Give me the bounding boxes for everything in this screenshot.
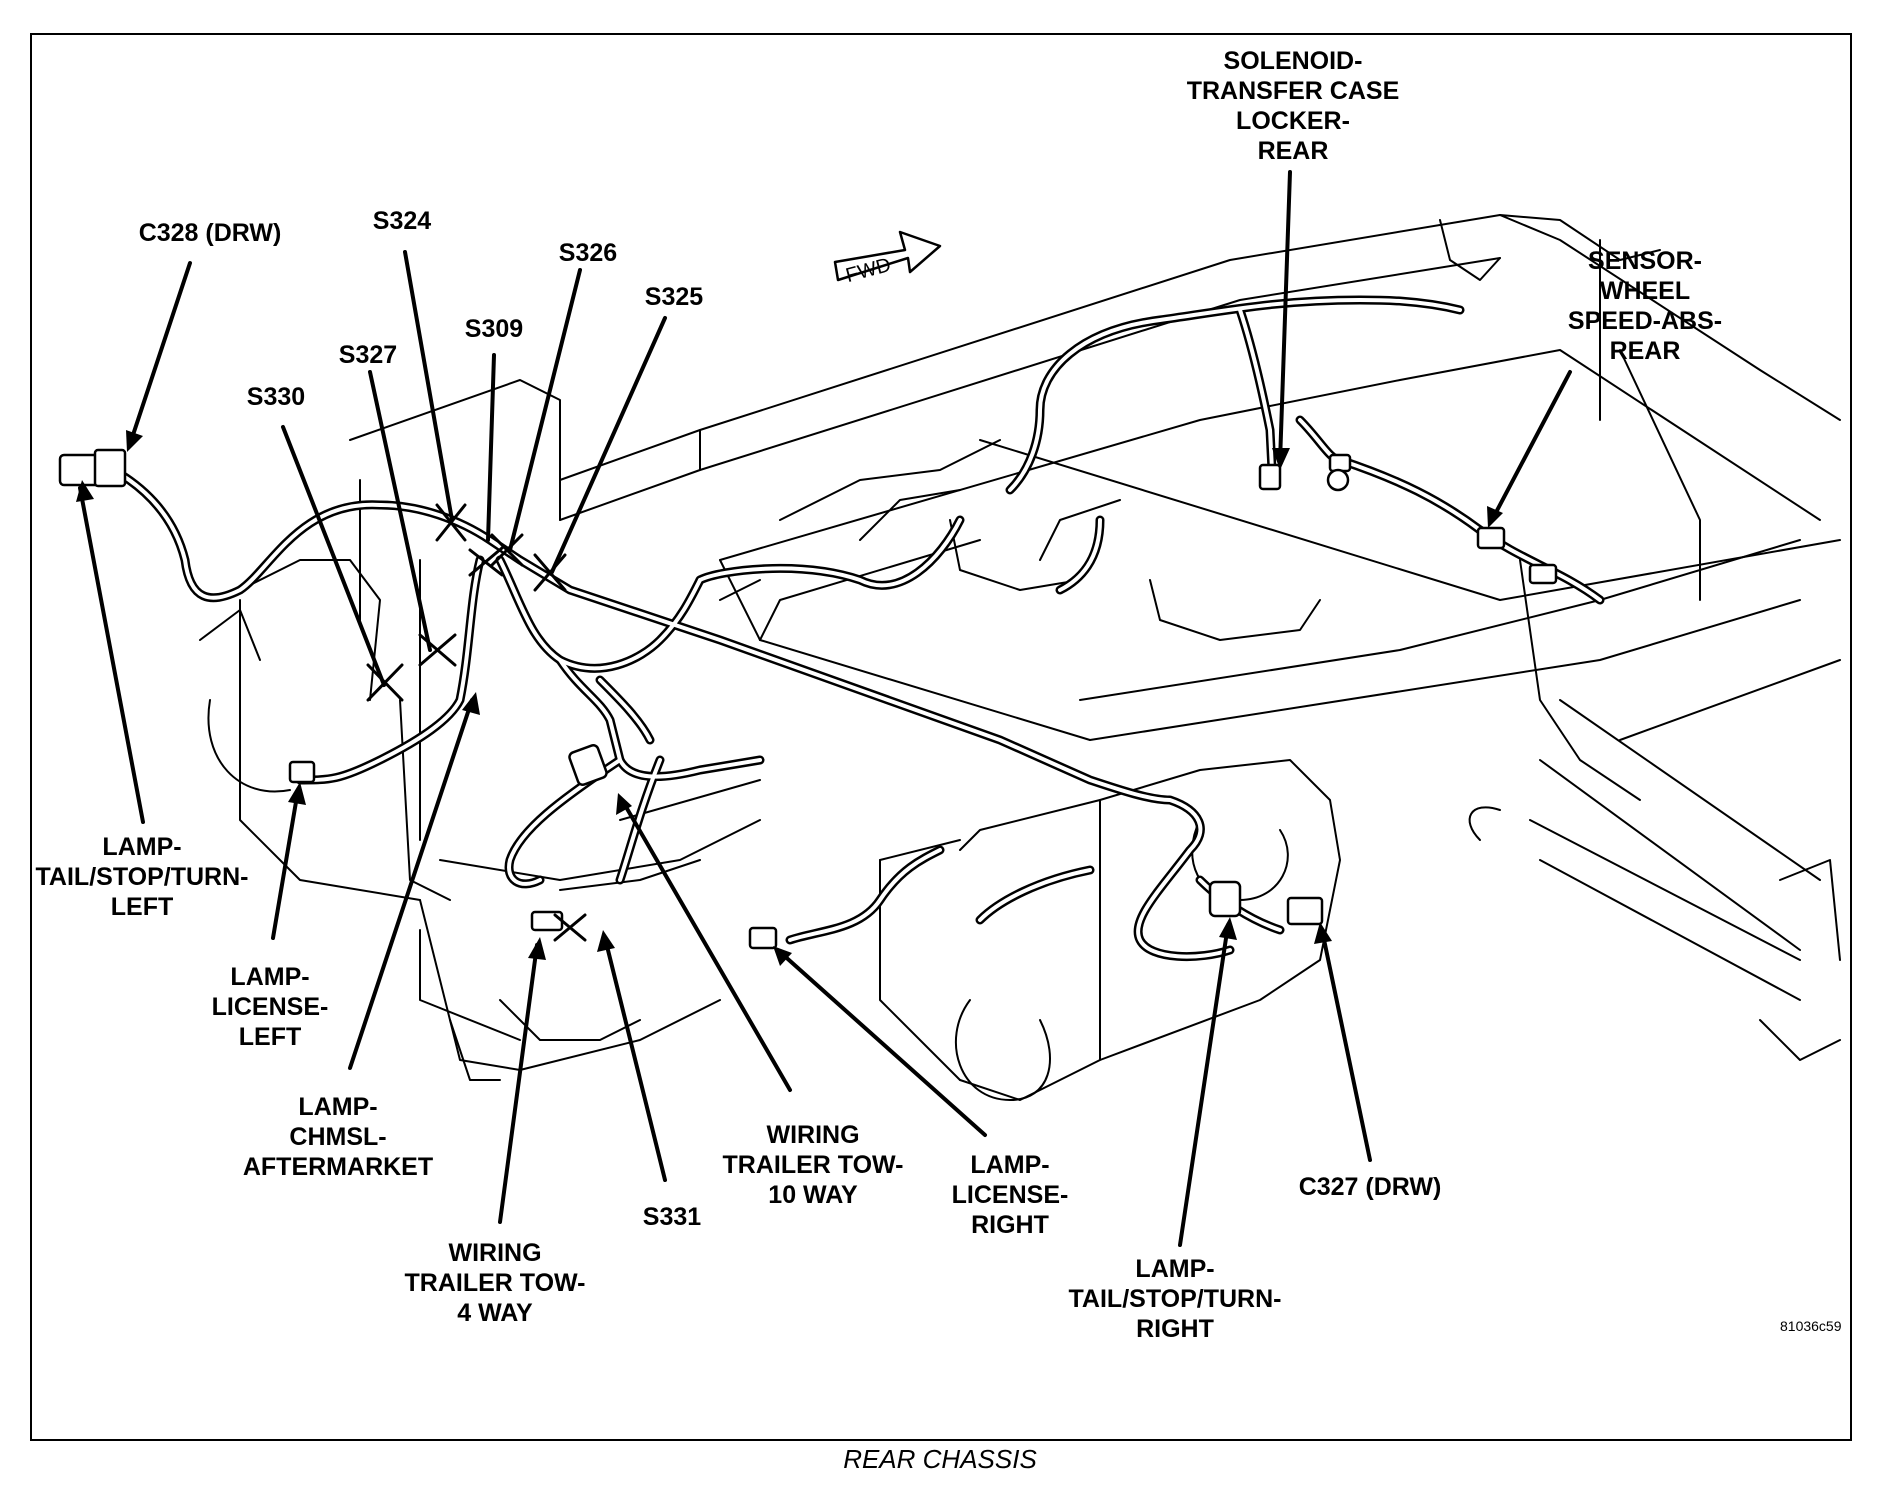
label-c327: C327 (DRW)	[1298, 1173, 1442, 1201]
leader-lines	[78, 170, 1572, 1247]
label-lamp-license-left: LAMP-LICENSE-LEFT	[211, 963, 329, 1051]
label-s331: S331	[642, 1203, 702, 1231]
label-s326: S326	[558, 239, 618, 267]
label-lamp-chmsl: LAMP-CHMSL-AFTERMARKET	[242, 1093, 434, 1181]
label-lamp-tail-left: LAMP-TAIL/STOP/TURN-LEFT	[35, 833, 249, 921]
figure-code: 81036c59	[1780, 1318, 1842, 1334]
label-s309: S309	[464, 315, 524, 343]
label-lamp-tail-right: LAMP-TAIL/STOP/TURN-RIGHT	[1068, 1255, 1282, 1343]
connectors	[58, 448, 1558, 950]
label-s325: S325	[644, 283, 704, 311]
label-s324: S324	[372, 207, 432, 235]
label-s330: S330	[246, 383, 306, 411]
fwd-arrow	[833, 230, 942, 282]
figure-caption: REAR CHASSIS	[843, 1444, 1037, 1474]
label-lamp-license-right: LAMP-LICENSE-RIGHT	[951, 1151, 1069, 1239]
leader-arrowheads	[76, 430, 1503, 966]
wiring-harness	[105, 295, 1605, 961]
chassis-frame	[199, 214, 1841, 1101]
label-c328: C328 (DRW)	[138, 219, 282, 247]
diagram-frame	[30, 33, 1852, 1441]
label-s327: S327	[338, 341, 398, 369]
